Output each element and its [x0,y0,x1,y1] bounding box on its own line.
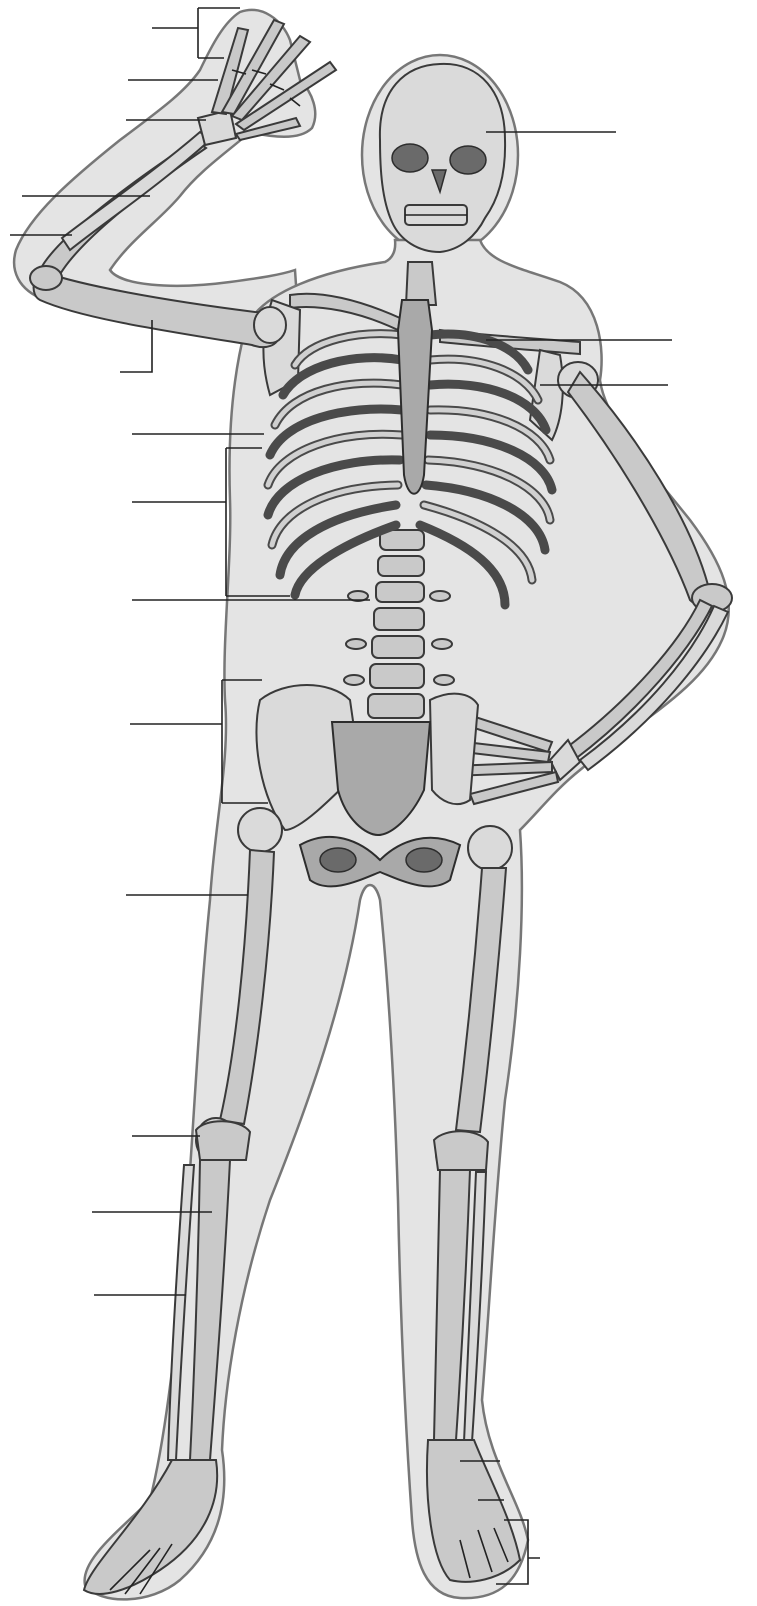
knee-left [196,1121,250,1160]
femur-head-right [468,826,512,870]
obturator-left [320,848,356,872]
eye-socket-left [392,144,428,172]
knee-right [434,1131,488,1170]
elbow-raised [30,266,62,290]
foot-left [84,1460,217,1594]
cervical-vertebrae [406,262,436,305]
femur-head-left [238,808,282,852]
humerus-head-raised [254,307,286,343]
ilium-right [430,694,478,804]
eye-socket-right [450,146,486,174]
obturator-right [406,848,442,872]
